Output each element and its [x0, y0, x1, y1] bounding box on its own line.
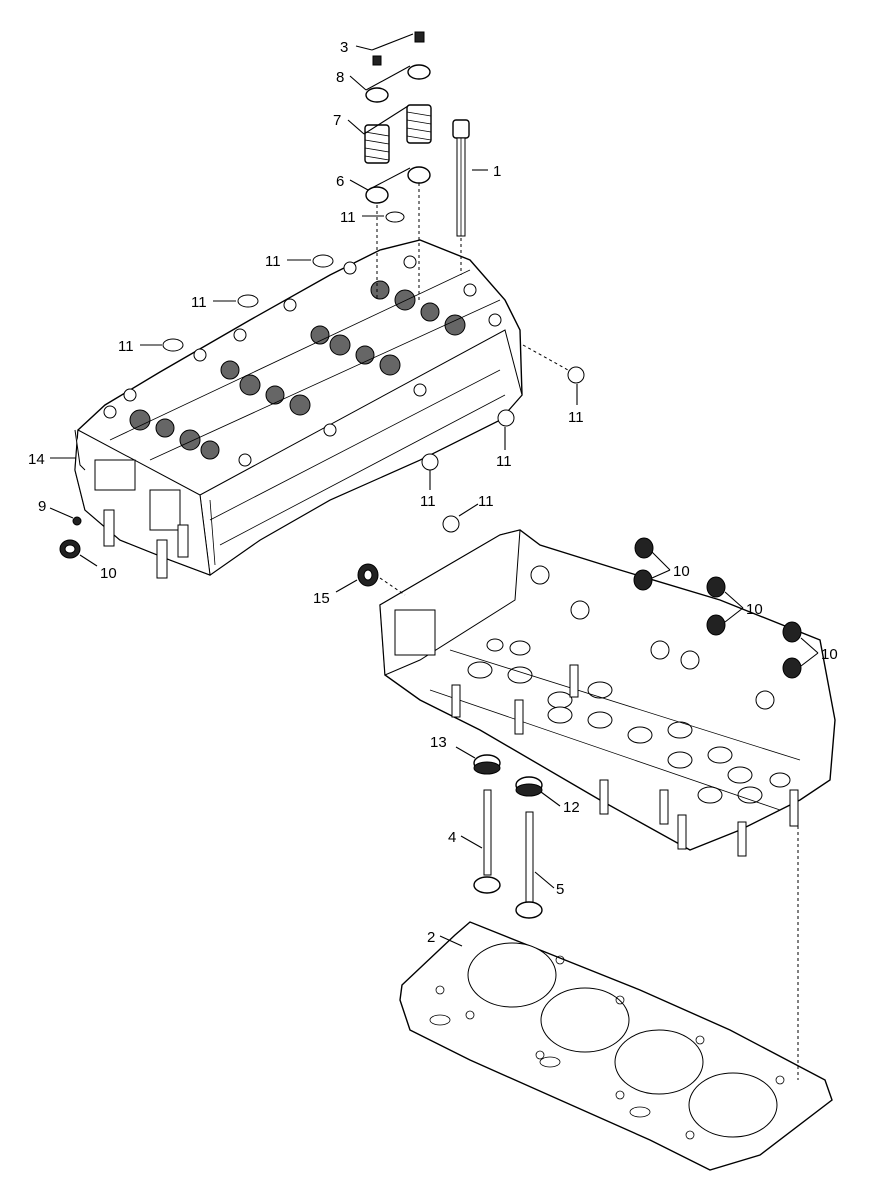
callout-8: 8	[336, 69, 344, 86]
callout-10-b: 10	[673, 563, 690, 580]
callout-15: 15	[313, 590, 330, 607]
callout-12: 12	[563, 799, 580, 816]
callout-9: 9	[38, 498, 46, 515]
callout-7: 7	[333, 112, 341, 129]
valves-and-guides	[473, 754, 799, 1080]
callout-11-c: 11	[191, 294, 207, 311]
callout-11-b: 11	[265, 253, 281, 270]
callout-2: 2	[427, 929, 435, 946]
callout-10-c: 10	[746, 601, 763, 618]
callout-10-a: 10	[100, 565, 117, 582]
callout-14: 14	[28, 451, 45, 468]
callout-13: 13	[430, 734, 447, 751]
head-bolt-1	[452, 119, 470, 275]
callout-11-e: 11	[568, 409, 584, 426]
upper-head-valve-detail	[103, 255, 502, 467]
leader-lines	[49, 33, 819, 947]
callout-11-h: 11	[478, 493, 494, 510]
callout-11-g: 11	[420, 493, 436, 510]
callout-labels: 1 2 3 4 5 6 7 8 9 10 10 10 10 11 11 11 1…	[28, 39, 838, 946]
callout-6: 6	[336, 173, 344, 190]
upper-cylinder-head	[74, 239, 523, 579]
seals-and-plugs	[59, 429, 802, 679]
o-rings-11	[162, 254, 585, 533]
head-gasket	[399, 921, 833, 1171]
callout-11-d: 11	[118, 338, 134, 355]
valve-train-parts	[364, 31, 432, 300]
callout-10-d: 10	[821, 646, 838, 663]
callout-4: 4	[448, 829, 456, 846]
callout-5: 5	[556, 881, 564, 898]
callout-3: 3	[340, 39, 348, 56]
callout-11-a: 11	[340, 209, 356, 226]
callout-1: 1	[493, 163, 501, 180]
callout-11-f: 11	[496, 453, 512, 470]
lower-head-deck-detail	[429, 638, 801, 811]
lower-cylinder-head	[379, 529, 836, 857]
